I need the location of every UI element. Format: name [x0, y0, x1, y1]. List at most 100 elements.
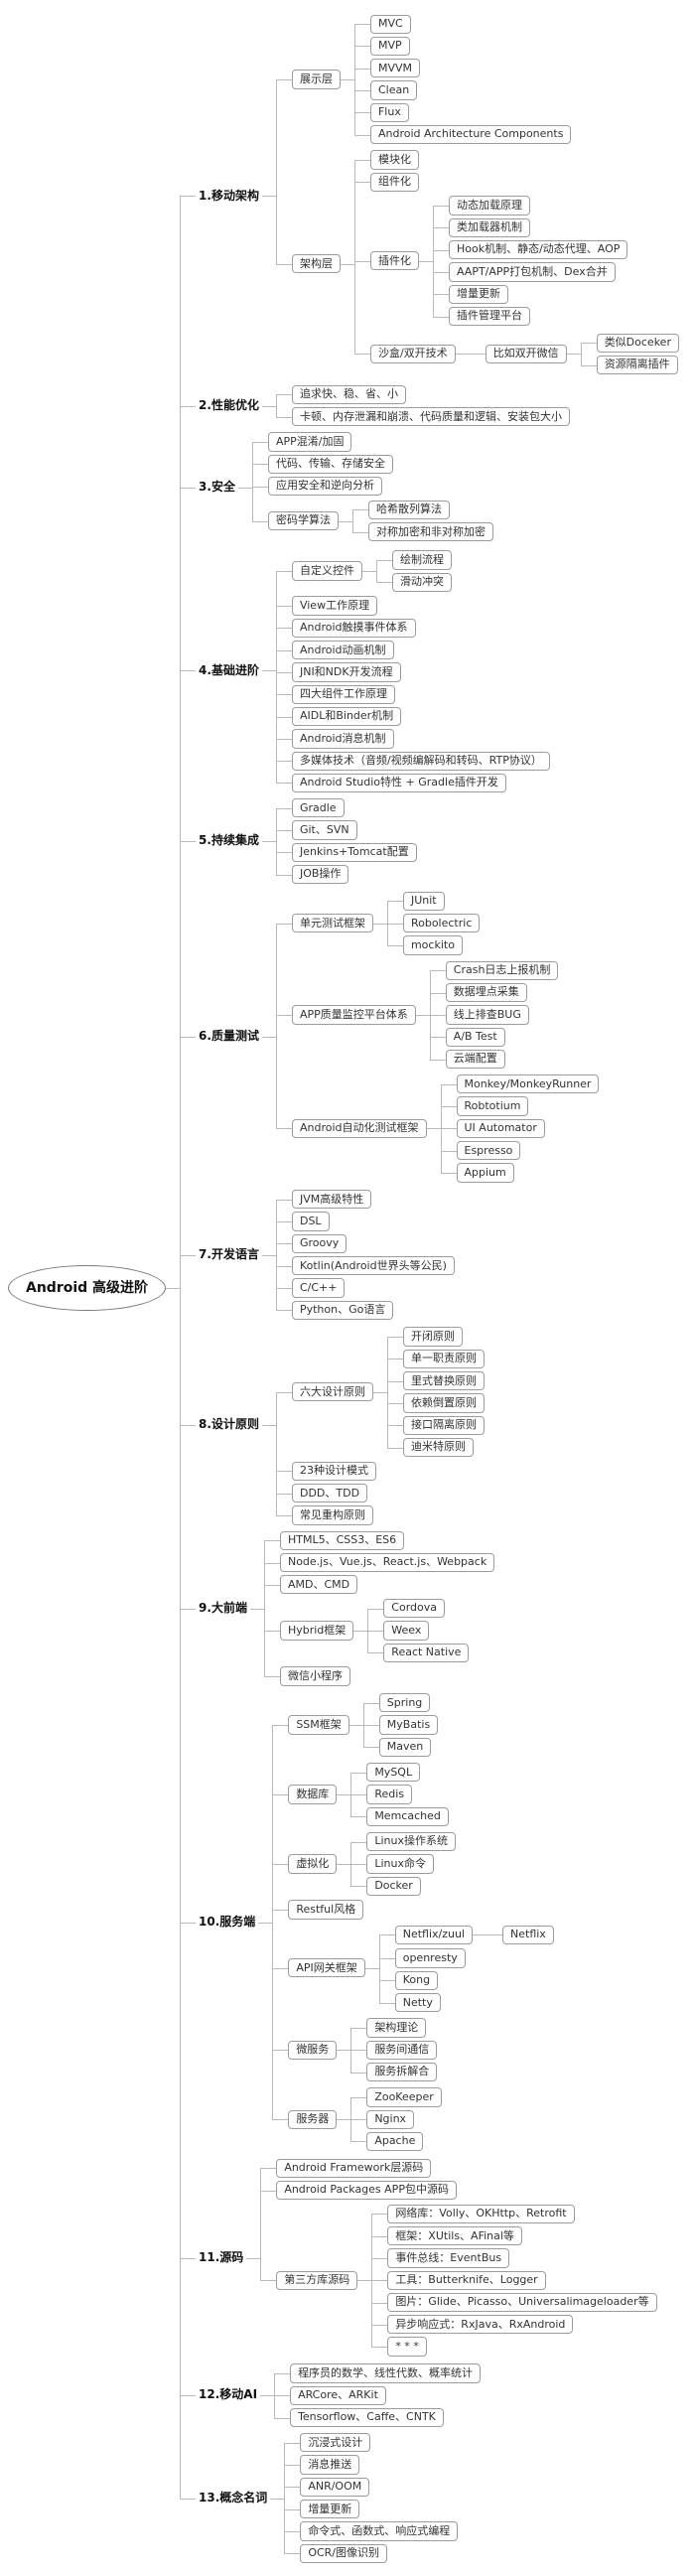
topic-box-label[interactable]: 架构理论	[366, 2018, 427, 2038]
topic-box-label[interactable]: 数据库	[288, 1785, 338, 1804]
category-label[interactable]: 4.基础进阶	[199, 662, 259, 677]
topic-box-label[interactable]: Cordova	[383, 1598, 445, 1619]
topic-box-label[interactable]: APP质量监控平台体系	[291, 1005, 416, 1025]
root-topic-label[interactable]: Android 高级进阶	[8, 1264, 167, 1312]
topic-box-label[interactable]: Node.js、Vue.js、React.js、Webpack	[279, 1552, 495, 1573]
topic-box-label[interactable]: 展示层	[291, 70, 341, 89]
topic-box-label[interactable]: 常见重构原则	[291, 1505, 373, 1525]
topic-box-label[interactable]: Robolectric	[402, 914, 481, 933]
topic-box-label[interactable]: Android Packages APP包中源码	[276, 2180, 457, 2201]
topic-box-label[interactable]: 单元测试框架	[291, 914, 373, 933]
topic-box-label[interactable]: Docker	[366, 1876, 421, 1896]
topic-box-label[interactable]: Robtotium	[456, 1096, 529, 1116]
topic-box-label[interactable]: 第三方库源码	[276, 2270, 358, 2290]
topic-box-label[interactable]: 代码、传输、存储安全	[267, 454, 393, 474]
topic-box-label[interactable]: 里式替换原则	[402, 1371, 485, 1391]
topic-box-label[interactable]: 比如双开微信	[485, 344, 567, 364]
topic-box-label[interactable]: 工具：Butterknife、Logger	[387, 2270, 546, 2290]
topic-box-label[interactable]: 23种设计模式	[291, 1461, 376, 1481]
topic-box-label[interactable]: 消息推送	[300, 2455, 360, 2475]
topic-box-label[interactable]: 增量更新	[448, 284, 508, 304]
topic-box-label[interactable]: Netflix	[502, 1925, 554, 1944]
topic-box-label[interactable]: C/C++	[291, 1278, 346, 1298]
topic-box-label[interactable]: 对称加密和非对称加密	[367, 522, 493, 542]
topic-box-label[interactable]: 框架：XUtils、AFinal等	[387, 2226, 522, 2246]
category-label[interactable]: 10.服务端	[199, 1914, 256, 1929]
topic-box-label[interactable]: 应用安全和逆向分析	[267, 476, 382, 497]
topic-box-label[interactable]: Android动画机制	[291, 641, 394, 660]
topic-box-label[interactable]: HTML5、CSS3、ES6	[279, 1530, 405, 1550]
topic-box-label[interactable]: ZooKeeper	[366, 2087, 442, 2107]
topic-box-label[interactable]: Weex	[383, 1621, 430, 1641]
topic-box-label[interactable]: 微信小程序	[279, 1666, 350, 1686]
category-label[interactable]: 2.性能优化	[199, 397, 259, 412]
topic-box-label[interactable]: Kong	[394, 1970, 439, 1991]
topic-box-label[interactable]: Hybrid框架	[279, 1621, 354, 1641]
topic-box-label[interactable]: 开闭原则	[402, 1327, 463, 1347]
topic-box-label[interactable]: Android消息机制	[291, 729, 394, 749]
topic-box-label[interactable]: 服务器	[288, 2109, 338, 2129]
topic-box-label[interactable]: 线上排查BUG	[445, 1005, 529, 1025]
topic-box-label[interactable]: MyBatis	[378, 1715, 439, 1735]
topic-box-label[interactable]: 多媒体技术（音频/视频编解码和转码、RTP协议）	[291, 751, 550, 771]
topic-box-label[interactable]: 沉浸式设计	[300, 2433, 371, 2453]
topic-box-label[interactable]: AAPT/APP打包机制、Dex合并	[448, 262, 616, 282]
topic-box-label[interactable]: DDD、TDD	[291, 1484, 368, 1503]
topic-box-label[interactable]: Git、SVN	[291, 820, 357, 840]
topic-box-label[interactable]: Tensorflow、Caffe、CNTK	[290, 2407, 444, 2428]
topic-box-label[interactable]: Apache	[366, 2131, 424, 2152]
topic-box-label[interactable]: 沙盒/双开技术	[369, 344, 456, 364]
topic-box-label[interactable]: 模块化	[369, 150, 419, 170]
topic-box-label[interactable]: MySQL	[366, 1763, 421, 1783]
topic-box-label[interactable]: 接口隔离原则	[402, 1415, 485, 1435]
topic-box-label[interactable]: Monkey/MonkeyRunner	[456, 1074, 600, 1094]
topic-box-label[interactable]: Redis	[366, 1785, 412, 1804]
topic-box-label[interactable]: 类似Doceker	[596, 333, 679, 353]
topic-box-label[interactable]: Jenkins+Tomcat配置	[291, 842, 417, 862]
topic-box-label[interactable]: Crash日志上报机制	[445, 960, 559, 980]
category-label[interactable]: 1.移动架构	[199, 188, 259, 203]
topic-box-label[interactable]: 自定义控件	[291, 561, 362, 581]
topic-box-label[interactable]: MVP	[369, 36, 410, 57]
category-label[interactable]: 7.开发语言	[199, 1246, 259, 1261]
topic-box-label[interactable]: 增量更新	[300, 2500, 360, 2519]
topic-box-label[interactable]: 架构层	[291, 254, 341, 274]
category-label[interactable]: 11.源码	[199, 2250, 244, 2265]
topic-box-label[interactable]: 插件化	[369, 251, 419, 271]
topic-box-label[interactable]: Appium	[456, 1163, 514, 1183]
topic-box-label[interactable]: Android Framework层源码	[276, 2158, 432, 2178]
topic-box-label[interactable]: 云端配置	[445, 1049, 505, 1070]
topic-box-label[interactable]: 资源隔离插件	[596, 355, 678, 375]
topic-box-label[interactable]: APP混淆/加固	[267, 432, 352, 452]
topic-box-label[interactable]: Android Architecture Components	[369, 124, 572, 145]
topic-box-label[interactable]: 事件总线：EventBus	[387, 2248, 510, 2268]
topic-box-label[interactable]: Clean	[369, 80, 418, 100]
topic-box-label[interactable]: 微服务	[288, 2040, 338, 2060]
topic-box-label[interactable]: 数据埋点采集	[445, 982, 527, 1003]
category-label[interactable]: 12.移动AI	[199, 2387, 258, 2402]
topic-box-label[interactable]: MVC	[369, 14, 411, 34]
topic-box-label[interactable]: Spring	[378, 1693, 431, 1713]
topic-box-label[interactable]: 单一职责原则	[402, 1349, 485, 1369]
topic-box-label[interactable]: 网络库：Volly、OKHttp、Retrofit	[387, 2204, 575, 2223]
topic-box-label[interactable]: UI Automator	[456, 1118, 545, 1139]
category-label[interactable]: 3.安全	[199, 480, 235, 495]
topic-box-label[interactable]: Netflix/zuul	[394, 1925, 474, 1944]
topic-box-label[interactable]: 组件化	[369, 172, 419, 192]
topic-box-label[interactable]: ARCore、ARKit	[290, 2385, 386, 2405]
topic-box-label[interactable]: 四大组件工作原理	[291, 684, 395, 704]
topic-box-label[interactable]: 六大设计原则	[291, 1382, 373, 1402]
topic-box-label[interactable]: Nginx	[366, 2109, 415, 2129]
topic-box-label[interactable]: Android触摸事件体系	[291, 618, 416, 639]
topic-box-label[interactable]: 程序员的数学、线性代数、概率统计	[290, 2363, 482, 2383]
category-label[interactable]: 6.质量测试	[199, 1029, 259, 1044]
topic-box-label[interactable]: 插件管理平台	[448, 306, 530, 327]
topic-box-label[interactable]: Maven	[378, 1737, 432, 1758]
topic-box-label[interactable]: 图片：Glide、Picasso、Universalimageloader等	[387, 2292, 657, 2313]
topic-box-label[interactable]: Linux命令	[366, 1854, 434, 1874]
topic-box-label[interactable]: 虚拟化	[288, 1854, 338, 1874]
topic-box-label[interactable]: 动态加载原理	[448, 196, 530, 215]
category-label[interactable]: 13.概念名词	[199, 2490, 268, 2504]
topic-box-label[interactable]: * * *	[387, 2337, 427, 2357]
topic-box-label[interactable]: JOB操作	[291, 864, 349, 885]
